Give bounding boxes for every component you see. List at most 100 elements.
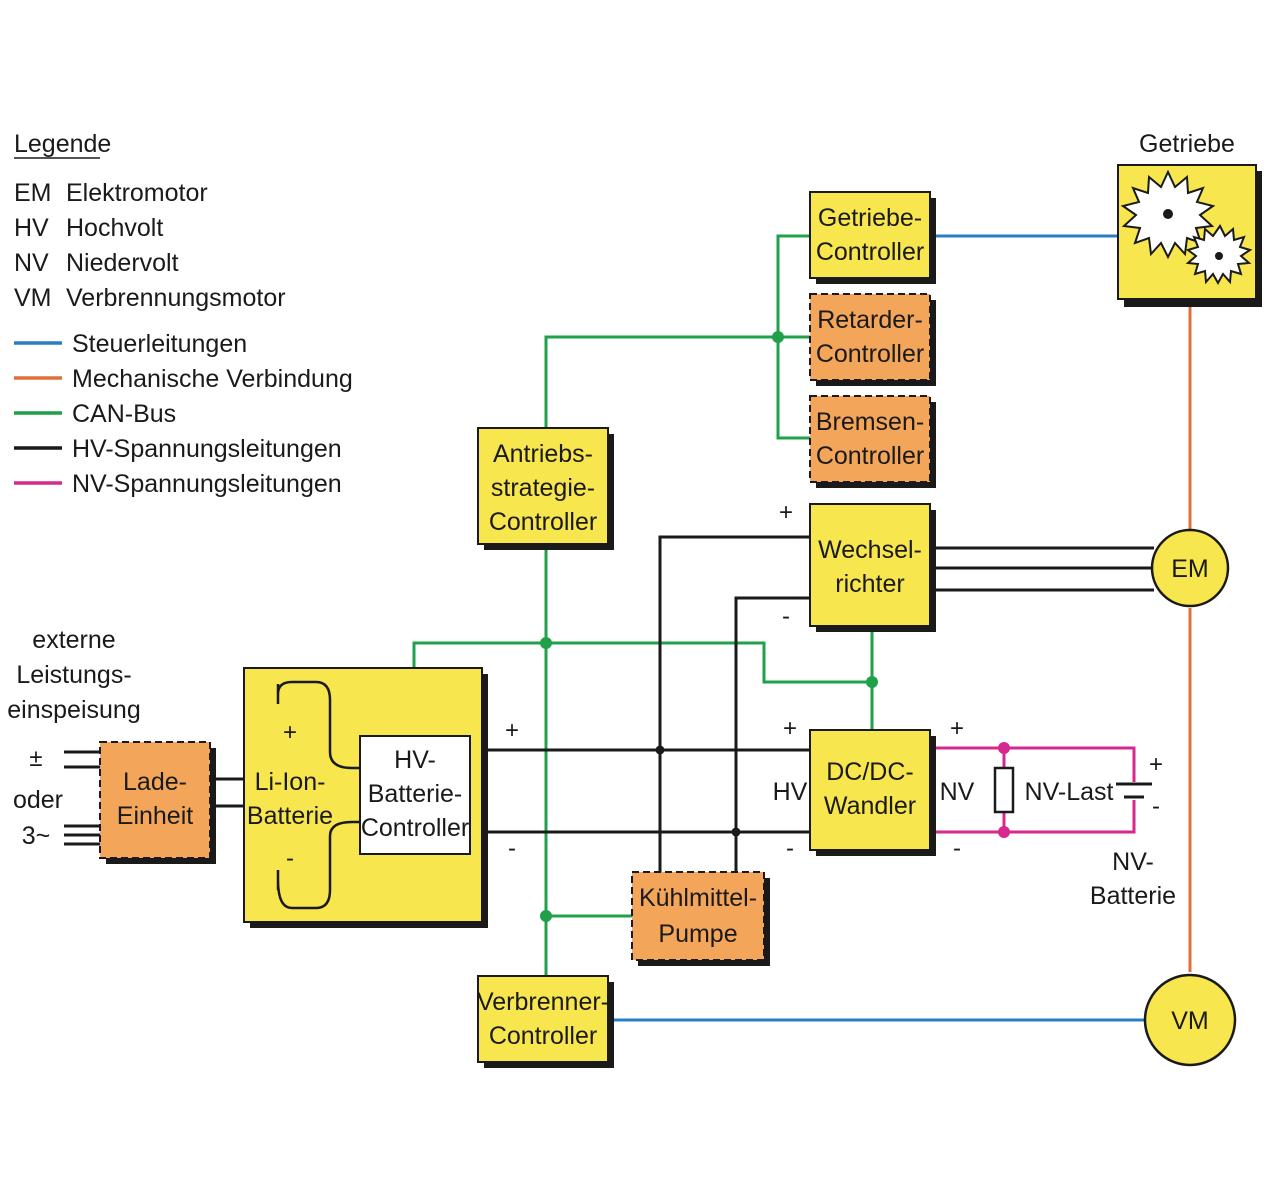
bremsen-controller: Bremsen- Controller: [809, 395, 936, 488]
bremsen-controller-box: [809, 395, 931, 483]
battery-minus-bracket: [276, 820, 360, 910]
bremsen-controller-line-1: Bremsen-: [816, 408, 924, 436]
dcdc-nv-plus: +: [950, 715, 964, 742]
external-input-labels: externe Leistungs- einspeisung ± oder 3~: [7, 626, 140, 850]
legend-text-steuer: Steuerleitungen: [72, 330, 247, 358]
retarder-controller: Retarder- Controller: [809, 293, 936, 386]
nv-last-resistor: [993, 766, 1015, 814]
can-antriebs-top: [544, 335, 778, 428]
hv-batterie-controller-line-2: Batterie-: [368, 780, 462, 808]
battery-plus-bracket: [276, 680, 360, 770]
hv-nodes: [655, 745, 741, 837]
kuehlmittel-line-2: Pumpe: [658, 920, 737, 948]
lade-einheit-line-2: Einheit: [117, 802, 193, 830]
legend-text-nv: Niedervolt: [66, 249, 179, 277]
antriebs-controller-box: [477, 427, 609, 545]
dcdc-nv-minus: -: [953, 835, 961, 862]
verbrenner-controller-line-2: Controller: [489, 1022, 597, 1050]
legend-text-hv-line: HV-Spannungsleitungen: [72, 435, 342, 463]
legend-text-em: Elektromotor: [66, 179, 208, 207]
legend-text-hv: Hochvolt: [66, 214, 163, 242]
gear-large-hub: [1163, 209, 1173, 219]
battery-plus-sign: +: [283, 719, 297, 746]
kuehlmittel-pumpe: Kühlmittel- Pumpe: [631, 871, 770, 966]
input-oder-label: oder: [13, 786, 63, 814]
lade-einheit-box: [99, 741, 211, 859]
retarder-controller-line-1: Retarder-: [817, 306, 923, 334]
externe-line-3: einspeisung: [7, 696, 140, 724]
hv-lines: [64, 535, 1154, 872]
kuehlmittel-line-1: Kühlmittel-: [639, 884, 757, 912]
li-ion-line-2: Batterie: [247, 802, 333, 830]
externe-line-2: Leistungs-: [16, 661, 131, 689]
kuehlmittel-box: [631, 871, 765, 961]
legend-title: Legende: [14, 130, 111, 158]
wechselrichter-line-1: Wechsel-: [818, 536, 922, 564]
dcdc-wandler: DC/DC- Wandler HV NV + - + -: [773, 715, 975, 862]
hv-batterie-controller-box: [359, 735, 471, 855]
nv-batterie-line-1: NV-: [1112, 848, 1154, 876]
dcdc-nv-label: NV: [940, 778, 975, 806]
verbrenner-controller-line-1: Verbrenner-: [477, 988, 609, 1016]
nv-battery-plus: +: [1149, 751, 1163, 778]
lade-einheit-line-1: Lade-: [123, 768, 187, 796]
hv-node-minus: [731, 827, 741, 837]
can-node-kuehl: [540, 910, 552, 922]
legend: Legende EM Elektromotor HV Hochvolt NV N…: [14, 130, 353, 498]
retarder-controller-line-2: Controller: [816, 340, 924, 368]
verbrenner-controller-box: [477, 975, 609, 1063]
legend-code-em: EM: [14, 179, 52, 207]
legend-code-vm: VM: [14, 284, 52, 312]
legend-text-vm: Verbrennungsmotor: [66, 284, 286, 312]
dcdc-hv-minus: -: [786, 835, 794, 862]
retarder-controller-box: [809, 293, 931, 381]
legend-code-hv: HV: [14, 214, 49, 242]
legend-text-mech: Mechanische Verbindung: [72, 365, 353, 393]
hv-wechsel-minus: [734, 596, 810, 872]
em-circle: [1150, 528, 1230, 608]
externe-line-1: externe: [32, 626, 115, 654]
em-label: EM: [1171, 555, 1209, 583]
getriebe-controller-line-2: Controller: [816, 238, 924, 266]
antriebs-controller-line-3: Controller: [489, 508, 597, 536]
vm-motor: VM: [1143, 973, 1237, 1067]
li-ion-out-plus: +: [505, 717, 519, 744]
can-node-retarder: [772, 331, 784, 343]
getriebe-controller: Getriebe- Controller: [809, 191, 936, 284]
em-motor: EM: [1150, 528, 1230, 608]
li-ion-out-minus: -: [508, 835, 516, 862]
nv-components: [993, 742, 1152, 838]
nv-node-bottom: [998, 826, 1010, 838]
lade-einheit: Lade- Einheit: [99, 741, 216, 864]
li-ion-line-1: Li-Ion-: [255, 768, 326, 796]
dcdc-box: [809, 729, 931, 851]
getriebe-label: Getriebe: [1139, 130, 1235, 158]
bremsen-controller-line-2: Controller: [816, 442, 924, 470]
getriebe-controller-line-1: Getriebe-: [818, 204, 922, 232]
input-three-phase-label: 3~: [22, 822, 51, 850]
dcdc-line-1: DC/DC-: [826, 758, 914, 786]
legend-code-nv: NV: [14, 249, 49, 277]
nv-labels: NV-Last + - NV- Batterie: [1025, 751, 1177, 910]
li-ion-batterie-unit: + - Li-Ion- Batterie HV- Batterie- Contr…: [243, 667, 519, 928]
legend-text-can: CAN-Bus: [72, 400, 176, 428]
gear-small-hub: [1215, 252, 1223, 260]
antriebsstrategie-controller: Antriebs- strategie- Controller: [477, 427, 614, 550]
wechselrichter-minus-sign: -: [782, 603, 790, 630]
nv-batterie-line-2: Batterie: [1090, 882, 1176, 910]
hv-batterie-controller-line-3: Controller: [361, 814, 469, 842]
hv-node-plus: [655, 745, 665, 755]
control-lines: [610, 234, 1146, 1022]
can-node-dcdc: [866, 676, 878, 688]
nv-battery-minus: -: [1152, 793, 1160, 820]
vm-circle: [1143, 973, 1237, 1067]
getriebe-controller-box: [809, 191, 931, 279]
legend-text-nv-line: NV-Spannungsleitungen: [72, 470, 342, 498]
input-plus-minus-sign: ±: [29, 745, 42, 772]
vm-label: VM: [1171, 1007, 1209, 1035]
battery-minus-sign: -: [286, 845, 294, 872]
can-bus-nodes: [540, 331, 878, 922]
can-node-main: [540, 637, 552, 649]
nv-plus-line: [930, 746, 1136, 782]
antriebs-controller-line-1: Antriebs-: [493, 440, 593, 468]
